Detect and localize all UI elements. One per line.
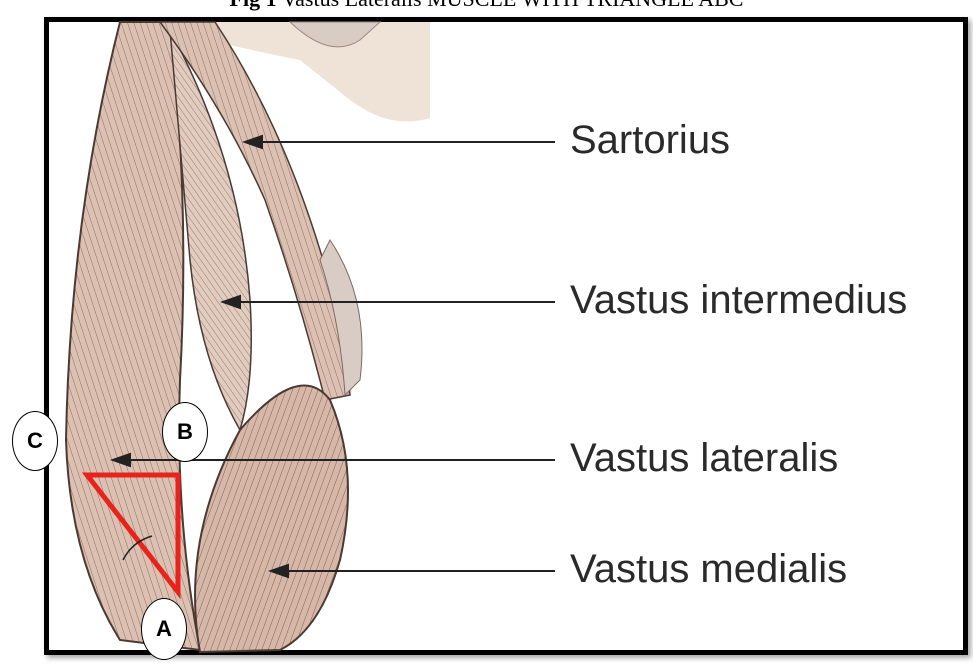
vertex-c-label: C bbox=[12, 411, 58, 471]
label-vastus-medialis: Vastus medialis bbox=[570, 547, 847, 592]
vertex-b-label: B bbox=[162, 402, 208, 462]
label-sartorius: Sartorius bbox=[570, 118, 730, 163]
label-vastus-lateralis: Vastus lateralis bbox=[570, 436, 838, 481]
medialis-muscle bbox=[195, 385, 348, 652]
vertex-a-label: A bbox=[141, 598, 187, 660]
label-vastus-intermedius: Vastus intermedius bbox=[570, 278, 907, 323]
